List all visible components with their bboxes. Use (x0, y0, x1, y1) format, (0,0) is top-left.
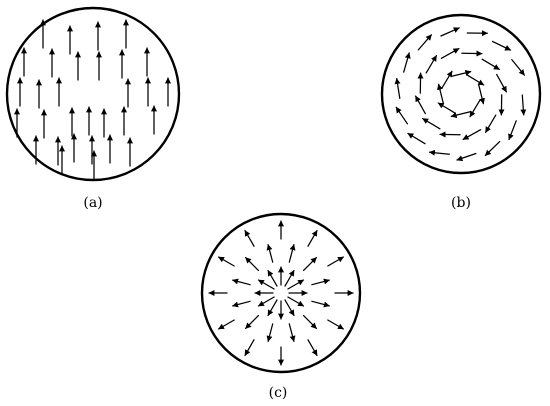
panel-c-arrows (208, 220, 354, 366)
panel-c-arrow (244, 314, 260, 330)
panel-b-arrow (450, 69, 472, 78)
panel-c-arrow (217, 319, 235, 330)
panel-c-arrow (257, 296, 275, 307)
panel-c-arrow (244, 339, 255, 357)
panel-b-arrow (440, 27, 460, 37)
panel-c-arrow (267, 269, 278, 287)
panel-b-arrow (511, 58, 526, 76)
panel-c-arrow (232, 300, 251, 308)
panel-c-arrow (267, 299, 278, 317)
panel-b-arrow (441, 70, 453, 90)
panel-a-circle (5, 6, 181, 182)
panel-b-arrow (496, 73, 508, 93)
panel-c-arrow (287, 279, 305, 290)
panel-b-arrow (422, 117, 441, 130)
panel-c-arrow (287, 296, 305, 307)
panel-c-arrow (284, 299, 295, 317)
panel-c-arrow (311, 278, 330, 286)
panel-a-arrows (14, 19, 171, 180)
panel-a: (a) (5, 6, 181, 211)
panel-b-arrow (437, 102, 457, 114)
panel-b-circle (380, 13, 542, 175)
panel-c-arrow (266, 323, 274, 342)
panel-b: (b) (380, 13, 542, 211)
panel-c-arrow (288, 323, 296, 342)
panel-b-arrow (484, 140, 501, 157)
panel-b-arrow (407, 132, 426, 145)
panel-b-arrow (465, 74, 485, 86)
panel-c-arrow (244, 229, 255, 247)
panel-c-arrow (288, 244, 296, 263)
panel-b-arrow (403, 52, 411, 73)
panel-c-arrow (327, 319, 345, 330)
panel-c-arrow (327, 256, 345, 267)
panel-b-arrow (469, 98, 481, 118)
panel-c-arrow (307, 229, 318, 247)
panel-c-arrow (302, 256, 318, 272)
panel-b-arrow (462, 129, 482, 141)
panel-b-arrow (491, 40, 512, 51)
panel-b-arrow (440, 47, 460, 59)
panel-b-arrows (394, 27, 527, 162)
panel-b-arrow (417, 34, 433, 51)
panel-b-arrow (456, 152, 477, 162)
panel-b-arrow (508, 120, 517, 141)
panel-c-arrow (311, 300, 330, 308)
panel-b-label: (b) (451, 195, 471, 211)
panel-c-arrow (257, 279, 275, 290)
panel-c-arrow (284, 269, 295, 287)
panel-a-label: (a) (83, 195, 102, 211)
panel-c-arrow (232, 278, 251, 286)
panel-b-arrow (450, 110, 472, 119)
panel-c-arrow (266, 244, 274, 263)
panel-b-arrow (481, 58, 500, 71)
panel-c-arrow (302, 314, 318, 330)
panel-b-arrow (520, 94, 527, 116)
panel-b-arrow (477, 83, 486, 105)
panel-b-arrow (428, 149, 451, 156)
panel-c-label: (c) (269, 385, 288, 401)
panel-b-arrow (414, 95, 426, 115)
panel-c-arrow (244, 256, 260, 272)
panel-b-arrow (484, 114, 497, 133)
panel-b-arrow (394, 77, 401, 100)
panel-b-arrow (425, 55, 438, 74)
panel-c-circle (200, 212, 362, 374)
panel-b-arrow (436, 83, 445, 105)
panel-b-arrow (395, 106, 409, 125)
panel-c-arrow (217, 256, 235, 267)
panel-c: (c) (200, 212, 362, 401)
panel-c-arrow (307, 339, 318, 357)
